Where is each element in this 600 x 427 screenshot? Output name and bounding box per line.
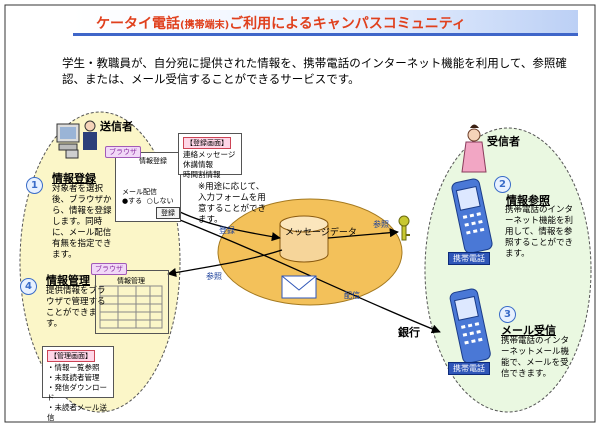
step1-desc: 対象者を選択後、ブラウザから、情報を登録します。同時に、メール配信有無を指定でき… xyxy=(52,184,112,260)
edge-label-deliver: 配信 xyxy=(344,291,360,300)
registration-browser-tab: ブラウザ xyxy=(105,146,141,158)
registration-screen-label: 情報登録 xyxy=(139,157,167,165)
registration-browser-window xyxy=(115,152,181,222)
pc-icon xyxy=(56,123,80,159)
database-icon xyxy=(279,215,329,263)
step2-number: 2 xyxy=(494,176,511,193)
management-screen-label: 情報管理 xyxy=(117,277,145,285)
registration-note-head: 【登録画面】 xyxy=(183,137,231,149)
management-browser-window xyxy=(95,270,169,334)
message-data-label: メッセージデータ xyxy=(285,228,357,238)
key-icon xyxy=(398,215,410,241)
mail-option-group: メール配信 ●する ○しない xyxy=(122,188,174,206)
step3-desc: 携帯電話のインターネットメール機能で、メールを受信できます。 xyxy=(501,336,570,379)
step2-title: 情報参照 xyxy=(506,194,550,207)
mail-option-no[interactable]: ○しない xyxy=(146,197,174,205)
edge-label-bank: 銀行 xyxy=(398,326,420,339)
arrow-refer-sender xyxy=(167,249,283,277)
arrow-refer-receiver xyxy=(327,228,399,239)
mobile-phone-icon-top xyxy=(451,178,493,254)
management-browser-tab: ブラウザ xyxy=(91,263,127,275)
title-paren: (携帯端末) xyxy=(180,20,230,31)
mail-option-yes[interactable]: ●する xyxy=(122,197,143,205)
arrow-register xyxy=(179,211,281,242)
remark-text: ※用途に応じて、入力フォームを用意することができます。 xyxy=(198,182,267,225)
edge-label-refer-sender: 参照 xyxy=(206,272,222,281)
mail-envelope-icon xyxy=(281,275,317,299)
title-bar xyxy=(73,10,578,36)
management-note-line: ・情報一覧参照 xyxy=(47,363,100,372)
management-table xyxy=(99,285,163,329)
step2-desc: 携帯電話のインターネット機能を利用して、情報を参照することができます。 xyxy=(505,205,574,259)
edge-label-refer-receiver: 参照 xyxy=(373,220,389,229)
sender-heading: 送信者 xyxy=(100,120,133,133)
step4-number: 4 xyxy=(20,278,37,295)
registration-note-line: 時間割情報 xyxy=(183,170,221,179)
receiver-person-icon xyxy=(461,124,487,173)
management-note-line: ・未読者メール送信 xyxy=(47,403,107,422)
step4-title: 情報管理 xyxy=(46,274,90,287)
phone-label-top: 携帯電話 xyxy=(448,252,490,265)
registration-note-line: 連絡メッセージ xyxy=(183,150,236,159)
step4-desc: 提供情報をブラウザで管理することができます。 xyxy=(46,286,106,329)
registration-note-line: 休講情報 xyxy=(183,160,213,169)
management-note-line: ・発信ダウンロード xyxy=(47,383,107,402)
receiver-heading: 受信者 xyxy=(487,135,520,148)
mail-delivery-label: メール配信 xyxy=(122,188,157,196)
step3-number: 3 xyxy=(499,306,516,323)
management-note: 【管理画面】 ・情報一覧参照 ・未既読者管理 ・発信ダウンロード ・未読者メール… xyxy=(42,346,114,422)
register-button[interactable]: 登録 xyxy=(156,207,180,219)
frame-border xyxy=(4,4,596,423)
management-note-line: ・未既読者管理 xyxy=(47,373,100,382)
step1-title: 情報登録 xyxy=(52,172,96,185)
arrow-deliver xyxy=(179,219,441,334)
mobile-phone-icon-bottom xyxy=(449,288,491,364)
step1-number: 1 xyxy=(26,177,43,194)
sender-person-icon xyxy=(83,120,97,150)
title-main: ケータイ電話 xyxy=(96,16,180,32)
title-rest: ご利用によるキャンパスコミュニティ xyxy=(229,16,466,32)
edge-label-register: 登録 xyxy=(219,226,235,235)
page-title: ケータイ電話(携帯端末)ご利用によるキャンパスコミュニティ xyxy=(96,13,466,33)
phone-label-bottom: 携帯電話 xyxy=(448,362,490,375)
step3-title: メール受信 xyxy=(501,324,556,337)
registration-note: 【登録画面】 連絡メッセージ 休講情報 時間割情報 xyxy=(178,133,242,179)
intro-text: 学生・教職員が、自分宛に提供された情報を、携帯電話のインターネット機能を利用して… xyxy=(62,56,567,86)
management-note-head: 【管理画面】 xyxy=(47,350,95,362)
